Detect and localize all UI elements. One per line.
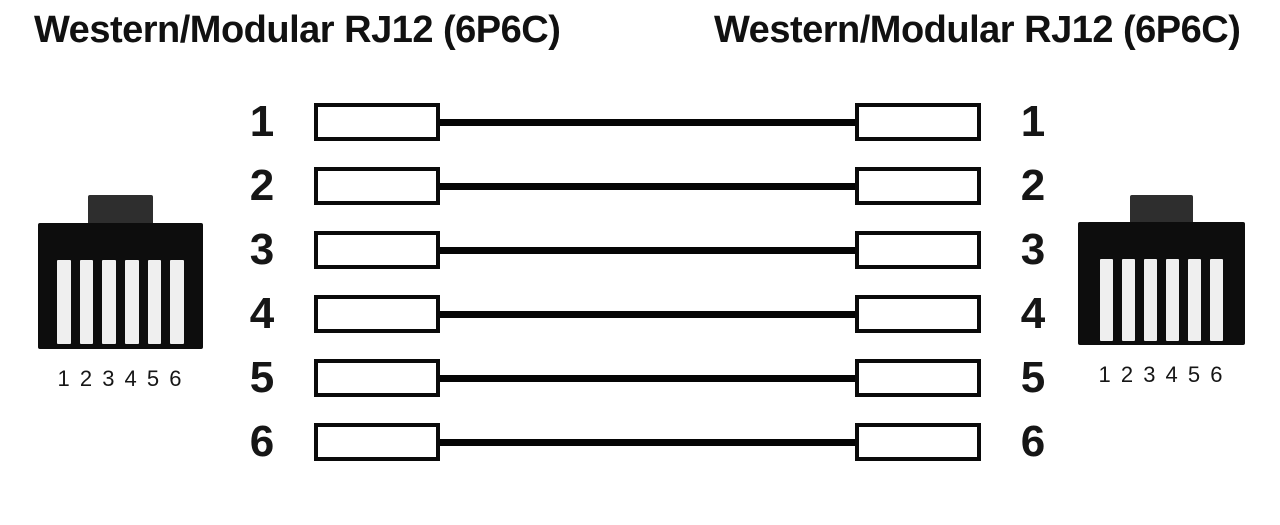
pin-slot xyxy=(1166,259,1179,341)
pin-row: 3 3 xyxy=(240,225,1055,274)
left-pin-box xyxy=(314,231,440,269)
plug-latch-tab xyxy=(88,195,153,223)
right-pin-box xyxy=(855,231,981,269)
right-pin-box xyxy=(855,295,981,333)
right-pin-number: 4 xyxy=(1020,289,1046,338)
wire xyxy=(440,438,855,446)
pin-slot xyxy=(125,260,139,344)
right-pin-box xyxy=(855,359,981,397)
wire xyxy=(440,374,855,382)
plug-pin-numbers: 1 2 3 4 5 6 xyxy=(57,366,184,391)
pin-slot xyxy=(170,260,185,344)
pin-slot xyxy=(1122,259,1135,341)
pin-slot xyxy=(1210,259,1223,341)
wire xyxy=(440,246,855,254)
plug-body xyxy=(38,223,203,349)
right-pin-box xyxy=(855,167,981,205)
pin-row: 4 4 xyxy=(240,289,1055,338)
rj12-plug-right: 1 2 3 4 5 6 xyxy=(1078,195,1245,388)
wire xyxy=(440,310,855,318)
pin-slot xyxy=(1144,259,1157,341)
left-pin-box xyxy=(314,423,440,461)
left-pin-number: 5 xyxy=(249,353,275,402)
left-pin-box xyxy=(314,167,440,205)
left-pin-number: 4 xyxy=(249,289,275,338)
pin-row: 1 1 xyxy=(240,97,1055,146)
pin-slot xyxy=(57,260,71,344)
pin-slot xyxy=(147,260,162,344)
wire xyxy=(440,118,855,126)
wire xyxy=(440,182,855,190)
pin-row: 6 6 xyxy=(240,417,1055,466)
pinout-rows: 1 1 2 2 3 3 4 4 5 xyxy=(240,97,1055,466)
pin-slot xyxy=(1188,259,1201,341)
right-pin-number: 1 xyxy=(1020,97,1046,146)
right-pin-number: 2 xyxy=(1020,161,1046,210)
plug-pin-numbers: 1 2 3 4 5 6 xyxy=(1098,362,1225,387)
right-connector-title: Western/Modular RJ12 (6P6C) xyxy=(714,9,1241,51)
left-pin-box xyxy=(314,103,440,141)
pin-row: 2 2 xyxy=(240,161,1055,210)
left-pin-number: 6 xyxy=(249,417,275,466)
right-pin-number: 6 xyxy=(1020,417,1046,466)
right-pin-number: 5 xyxy=(1020,353,1046,402)
right-pin-box xyxy=(855,103,981,141)
pin-row: 5 5 xyxy=(240,353,1055,402)
right-pin-number: 3 xyxy=(1020,225,1046,274)
plug-body xyxy=(1078,222,1245,345)
pin-slot xyxy=(1100,259,1113,341)
left-pin-number: 2 xyxy=(249,161,275,210)
left-connector-title: Western/Modular RJ12 (6P6C) xyxy=(34,9,561,51)
pin-slot xyxy=(102,260,117,344)
left-pin-number: 3 xyxy=(249,225,275,274)
right-pin-box xyxy=(855,423,981,461)
plug-latch-tab xyxy=(1130,195,1193,222)
pin-slot xyxy=(79,260,94,344)
left-pin-number: 1 xyxy=(249,97,275,146)
left-pin-box xyxy=(314,359,440,397)
rj12-plug-left: 1 2 3 4 5 6 xyxy=(38,195,203,392)
left-pin-box xyxy=(314,295,440,333)
